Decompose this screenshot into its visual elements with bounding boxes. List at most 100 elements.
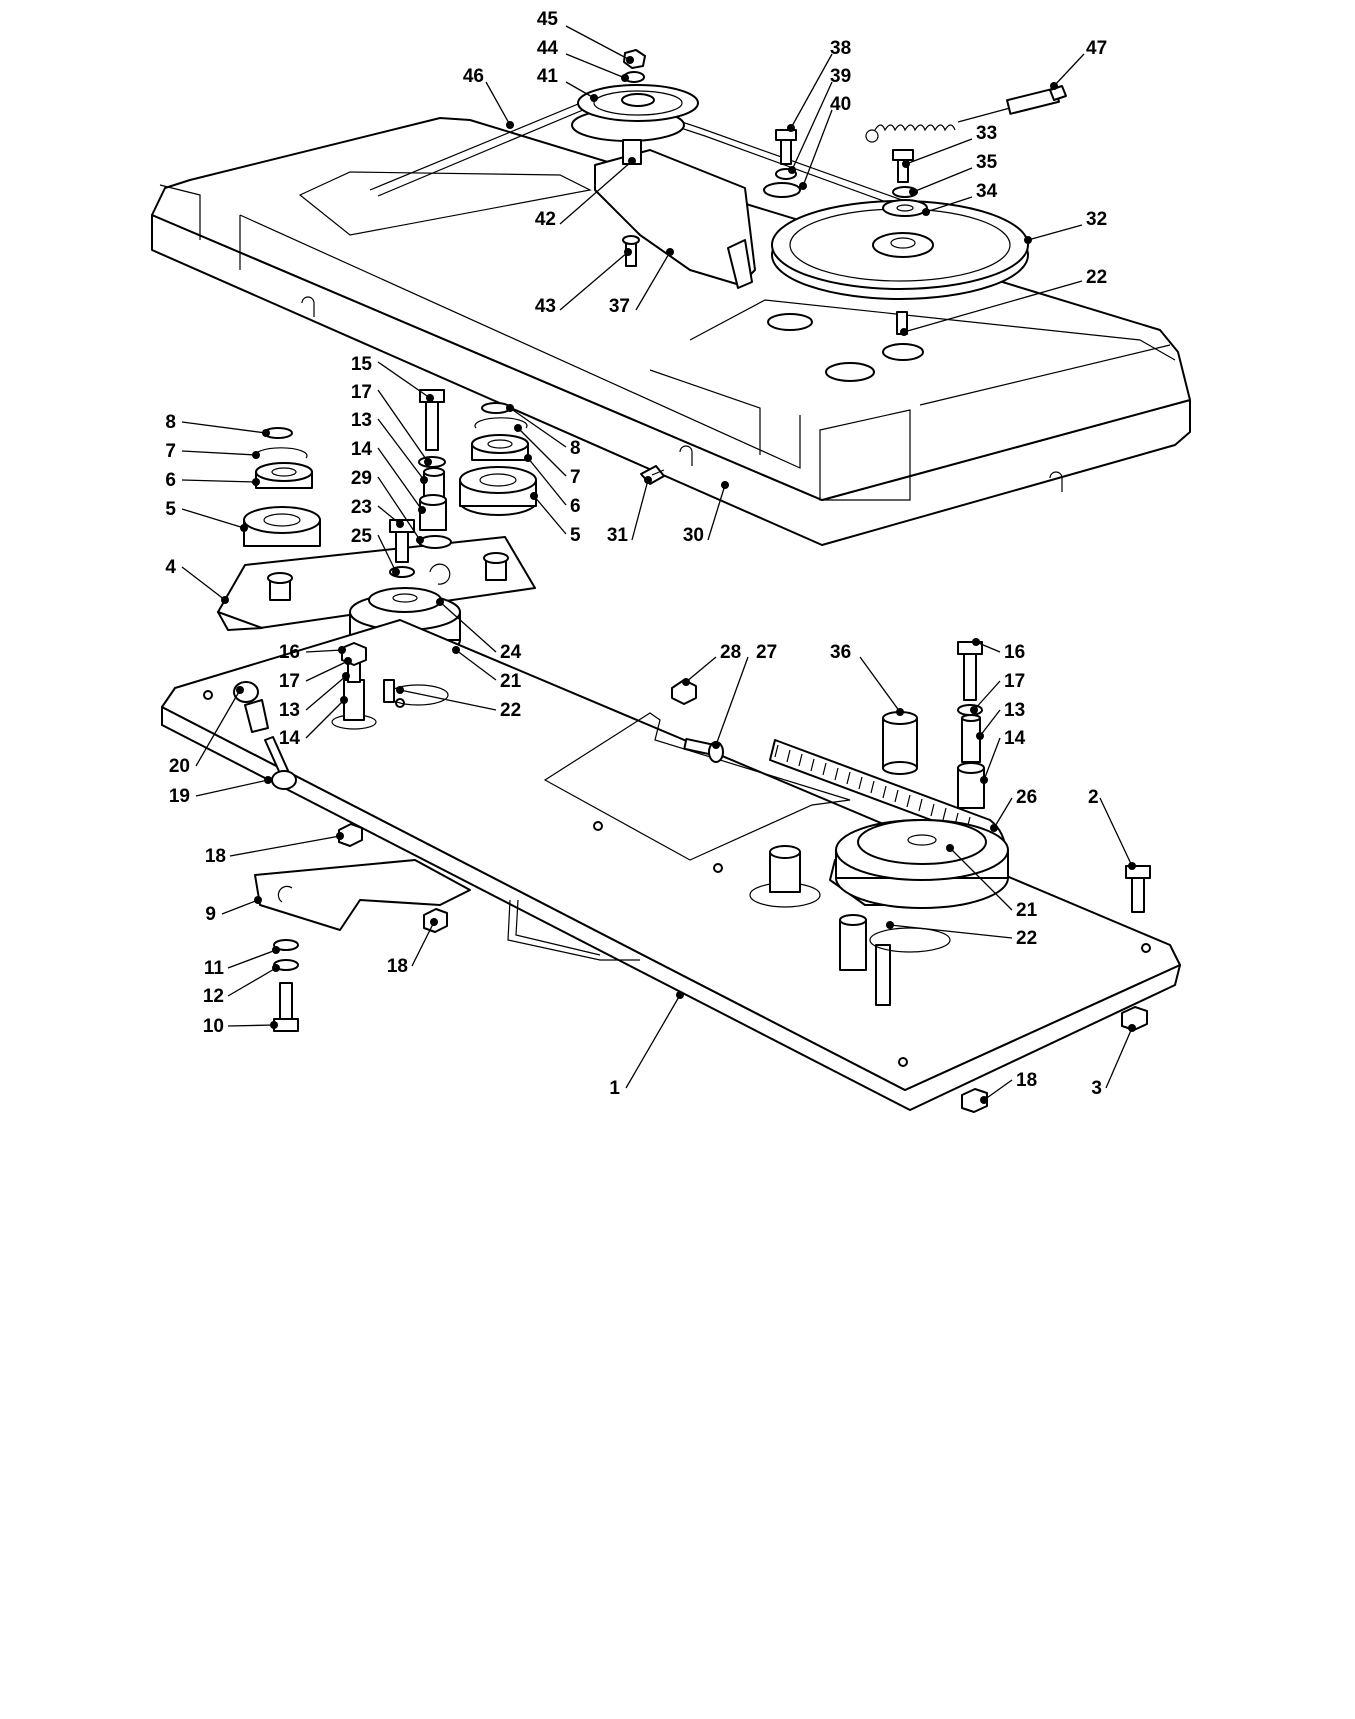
callout-3: 3 xyxy=(1091,1078,1102,1099)
callout-9: 9 xyxy=(205,904,216,925)
callout-45: 45 xyxy=(537,9,559,30)
pivot-bracket xyxy=(244,699,269,733)
callout-8-left: 8 xyxy=(165,412,176,433)
nut xyxy=(1121,1006,1148,1031)
callout-13-mid: 13 xyxy=(351,410,372,431)
callout-40: 40 xyxy=(830,94,851,115)
bearing-pulley-left xyxy=(243,506,321,547)
mounting-bracket-plate xyxy=(217,536,536,631)
callout-25: 25 xyxy=(351,526,373,547)
callout-44: 44 xyxy=(537,38,559,59)
bushing xyxy=(423,467,445,501)
tension-spring xyxy=(865,124,956,143)
spacer xyxy=(957,762,985,809)
callout-21-bottom: 21 xyxy=(1016,900,1038,921)
callout-37: 37 xyxy=(609,296,630,317)
callout-26: 26 xyxy=(1016,787,1037,808)
spacer xyxy=(419,494,447,531)
callout-21-mid: 21 xyxy=(500,671,522,692)
callout-14-left: 14 xyxy=(279,728,301,749)
drive-pulley xyxy=(771,200,1029,335)
callout-leaders-lower xyxy=(195,598,1136,1104)
callout-22-bottom: 22 xyxy=(1016,928,1037,949)
bushing xyxy=(961,714,981,763)
bearing xyxy=(255,462,313,489)
callout-6-left: 6 xyxy=(165,470,176,491)
callout-18-c: 18 xyxy=(1016,1070,1037,1091)
callout-27: 27 xyxy=(756,642,777,663)
bolt xyxy=(775,129,797,165)
callout-2: 2 xyxy=(1088,787,1099,808)
timing-pulley-large xyxy=(835,819,1009,909)
bearing-pulley-right xyxy=(459,466,537,516)
control-cable xyxy=(957,85,1067,123)
washer xyxy=(273,939,299,951)
callout-47: 47 xyxy=(1086,38,1107,59)
callout-32: 32 xyxy=(1086,209,1107,230)
callout-17-mid: 17 xyxy=(351,382,372,403)
nut xyxy=(961,1088,988,1113)
support-bracket xyxy=(254,859,640,961)
carriage-bolt xyxy=(683,737,724,763)
callout-22-top: 22 xyxy=(1086,267,1107,288)
callout-14-mid: 14 xyxy=(351,439,373,460)
callout-17-right: 17 xyxy=(1004,671,1025,692)
callout-33: 33 xyxy=(976,123,997,144)
callout-24: 24 xyxy=(500,642,522,663)
spacer-tube xyxy=(882,711,918,775)
callout-leaders-screw xyxy=(631,476,729,541)
washer xyxy=(481,402,511,414)
callout-46: 46 xyxy=(463,66,484,87)
bolt xyxy=(273,982,299,1032)
base-plate xyxy=(161,619,1181,1111)
callout-4: 4 xyxy=(165,557,176,578)
callout-labels: 45 44 41 46 38 39 40 47 33 35 34 32 42 4… xyxy=(165,9,1107,1099)
bearing xyxy=(471,434,529,461)
callout-34: 34 xyxy=(976,181,998,202)
callout-leaders xyxy=(485,25,1085,336)
bolt xyxy=(892,149,914,183)
callout-28: 28 xyxy=(720,642,741,663)
callout-18-a: 18 xyxy=(205,846,226,867)
callout-35: 35 xyxy=(976,152,998,173)
bolt xyxy=(957,641,983,701)
callout-30: 30 xyxy=(683,525,704,546)
callout-16-right: 16 xyxy=(1004,642,1025,663)
callout-8-right: 8 xyxy=(570,438,581,459)
callout-20: 20 xyxy=(169,756,190,777)
callout-11: 11 xyxy=(204,958,225,979)
callout-23: 23 xyxy=(351,497,372,518)
callout-18-b: 18 xyxy=(387,956,408,977)
snap-ring xyxy=(254,447,308,459)
callout-36: 36 xyxy=(830,642,851,663)
washer xyxy=(418,535,452,549)
callout-leaders-middle xyxy=(181,361,567,604)
callout-43: 43 xyxy=(535,296,556,317)
shaft-assembly-right xyxy=(749,845,951,1006)
callout-22-mid: 22 xyxy=(500,700,521,721)
callout-14-right: 14 xyxy=(1004,728,1026,749)
upper-cover-housing xyxy=(151,117,1191,546)
callout-7-right: 7 xyxy=(570,467,581,488)
callout-38: 38 xyxy=(830,38,851,59)
callout-6-right: 6 xyxy=(570,496,581,517)
callout-16-left: 16 xyxy=(279,642,300,663)
callout-7-left: 7 xyxy=(165,441,176,462)
snap-ring xyxy=(474,417,528,429)
callout-5-right: 5 xyxy=(570,525,581,546)
callout-12: 12 xyxy=(203,986,224,1007)
callout-19: 19 xyxy=(169,786,190,807)
callout-29: 29 xyxy=(351,468,372,489)
adjustment-bolt xyxy=(264,736,297,790)
callout-15: 15 xyxy=(351,354,373,375)
bolt xyxy=(1125,865,1151,913)
spacer xyxy=(763,182,801,198)
callout-1: 1 xyxy=(609,1078,620,1099)
callout-13-left: 13 xyxy=(279,700,300,721)
callout-31: 31 xyxy=(607,525,629,546)
callout-5-left: 5 xyxy=(165,499,176,520)
tensioner-arm xyxy=(594,139,756,289)
callout-39: 39 xyxy=(830,66,851,87)
callout-41: 41 xyxy=(537,66,559,87)
